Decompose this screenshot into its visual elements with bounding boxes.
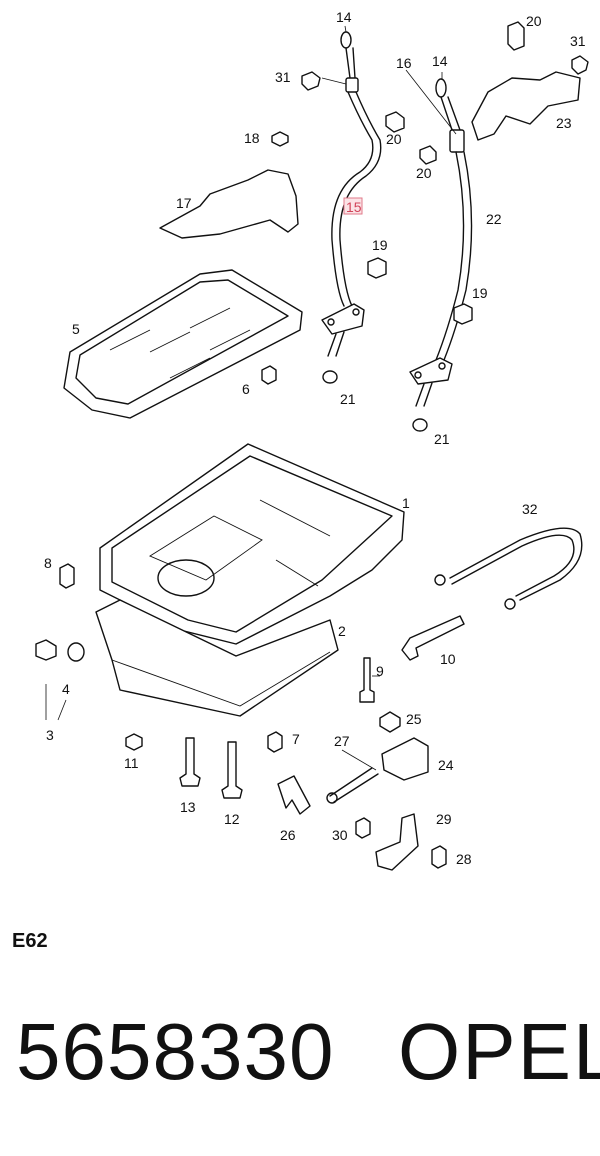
brand-name: OPEL: [398, 1007, 600, 1096]
bolt-30: [355, 817, 371, 839]
callout-10: 10: [440, 651, 456, 667]
callout-31: 31: [570, 33, 586, 49]
callout-14: 14: [336, 9, 352, 25]
callout-9: 9: [376, 663, 384, 679]
callout-16: 16: [396, 55, 412, 71]
callout-20: 20: [386, 131, 402, 147]
callout-26: 26: [280, 827, 296, 843]
o-ring-21a: [322, 370, 338, 384]
oil-pan-lower-2: [95, 599, 339, 717]
callout-29: 29: [436, 811, 452, 827]
dipstick-22: [409, 78, 473, 407]
bracket-17: [159, 169, 299, 239]
leader-lines: [45, 25, 457, 771]
callout-19: 19: [472, 285, 488, 301]
callout-5: 5: [72, 321, 80, 337]
nut-11: [125, 733, 143, 751]
bolt-28: [431, 845, 447, 869]
callout-21: 21: [434, 431, 450, 447]
small-fasteners: [59, 21, 589, 753]
callout-6: 6: [242, 381, 250, 397]
callout-21: 21: [340, 391, 356, 407]
callout-31: 31: [275, 69, 291, 85]
nut-18: [271, 131, 289, 147]
bolt-10: [401, 615, 465, 661]
dipstick-15: [321, 31, 382, 357]
seal-ring-4: [67, 642, 85, 662]
section-code: E62: [12, 930, 48, 952]
bracket-29: [375, 813, 419, 871]
highlight-box-15: [343, 197, 363, 215]
stud-9: [359, 657, 375, 703]
callout-17: 17: [176, 195, 192, 211]
drain-plug-3: [35, 639, 57, 661]
callout-28: 28: [456, 851, 472, 867]
callout-22: 22: [486, 211, 502, 227]
callout-11: 11: [124, 755, 139, 771]
cable-32: [434, 527, 583, 610]
o-ring-21b: [412, 418, 428, 432]
gasket-5: [63, 269, 303, 419]
oil-level-sensor-24: [326, 737, 429, 804]
nut-25: [379, 711, 401, 733]
callout-27: 27: [334, 733, 350, 749]
bolt-13: [179, 737, 201, 787]
oil-pan-upper-1: [99, 443, 405, 645]
callout-20: 20: [416, 165, 432, 181]
callout-32: 32: [522, 501, 538, 517]
callout-12: 12: [224, 811, 240, 827]
callout-18: 18: [244, 130, 260, 146]
part-number: 5658330: [16, 1007, 335, 1096]
callout-2: 2: [338, 623, 346, 639]
callout-3: 3: [46, 727, 54, 743]
callout-8: 8: [44, 555, 52, 571]
callout-14: 14: [432, 53, 448, 69]
callout-20: 20: [526, 13, 542, 29]
callout-1: 1: [402, 495, 410, 511]
callout-30: 30: [332, 827, 348, 843]
callout-23: 23: [556, 115, 572, 131]
callout-7: 7: [292, 731, 300, 747]
callout-25: 25: [406, 711, 422, 727]
bolt-12: [221, 741, 243, 799]
callout-19: 19: [372, 237, 388, 253]
callout-15: 15: [346, 199, 362, 215]
callout-24: 24: [438, 757, 454, 773]
callout-13: 13: [180, 799, 196, 815]
bracket-23: [471, 71, 581, 141]
clip-26: [277, 775, 311, 815]
callout-4: 4: [62, 681, 70, 697]
